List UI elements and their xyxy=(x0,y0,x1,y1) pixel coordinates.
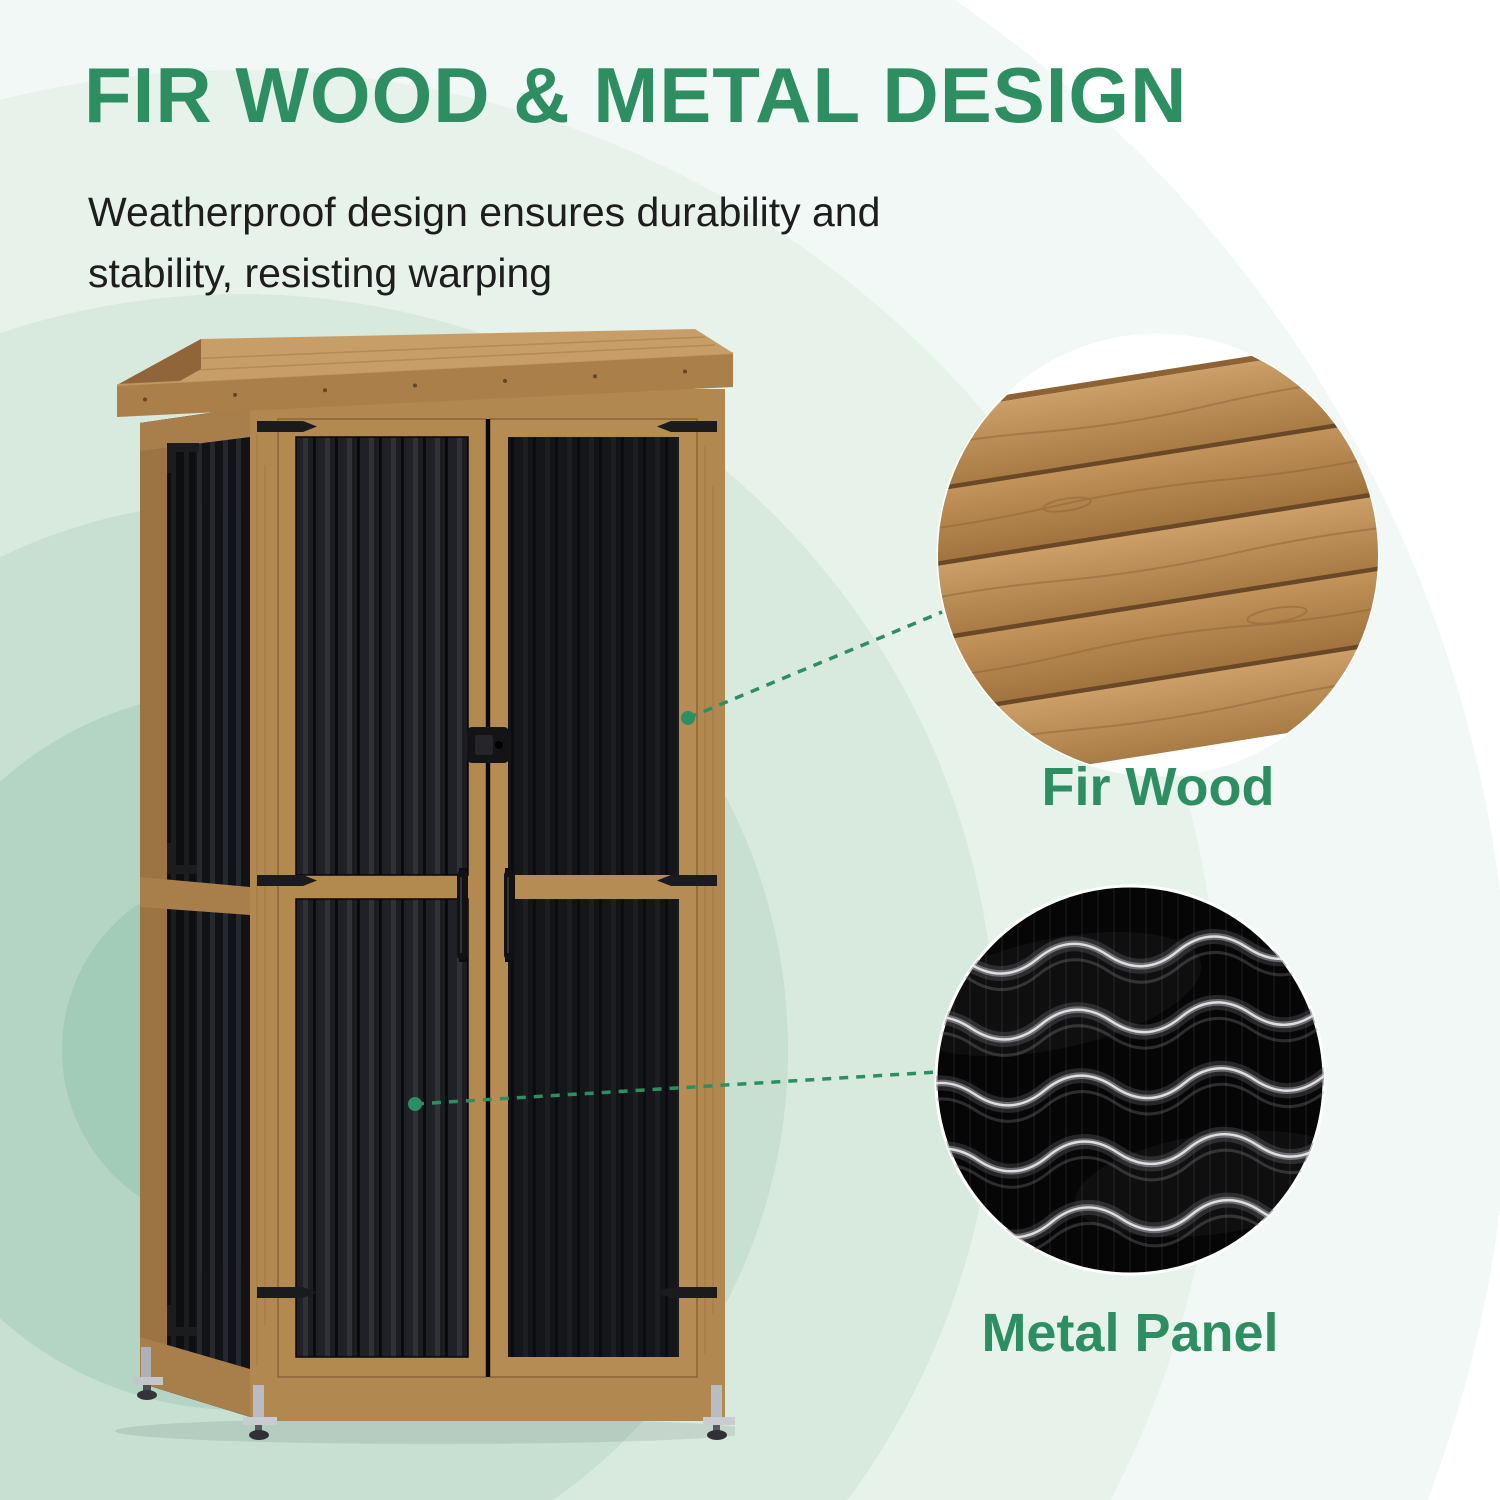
side-corner-brackets xyxy=(167,443,199,1336)
shed-left-door xyxy=(277,418,487,1378)
shed-side-panel xyxy=(140,407,250,1417)
shed-ground-shadow xyxy=(115,1418,735,1444)
fir-wood-label: Fir Wood xyxy=(1041,757,1275,817)
shed-right-door xyxy=(489,418,698,1378)
shed-illustration xyxy=(115,329,735,1444)
door-latch xyxy=(467,727,509,763)
subtitle-line-1: Weatherproof design ensures durability a… xyxy=(88,189,881,235)
metal-panel-label: Metal Panel xyxy=(981,1303,1279,1363)
page-title: FIR WOOD & METAL DESIGN xyxy=(84,51,1188,139)
fir-wood-closeup xyxy=(936,333,1380,777)
door-hinges xyxy=(257,421,717,1298)
shed-feet xyxy=(133,1347,735,1440)
shed-roof xyxy=(116,329,734,417)
metal-panel-photo xyxy=(934,884,1326,1276)
metal-panel-closeup xyxy=(934,884,1326,1276)
page-subtitle: Weatherproof design ensures durability a… xyxy=(88,182,880,303)
door-gap xyxy=(486,419,490,1377)
fir-wood-photo xyxy=(936,333,1380,777)
door-handles xyxy=(457,868,515,962)
shed-product-image xyxy=(105,325,735,1445)
subtitle-line-2: stability, resisting warping xyxy=(88,249,553,296)
